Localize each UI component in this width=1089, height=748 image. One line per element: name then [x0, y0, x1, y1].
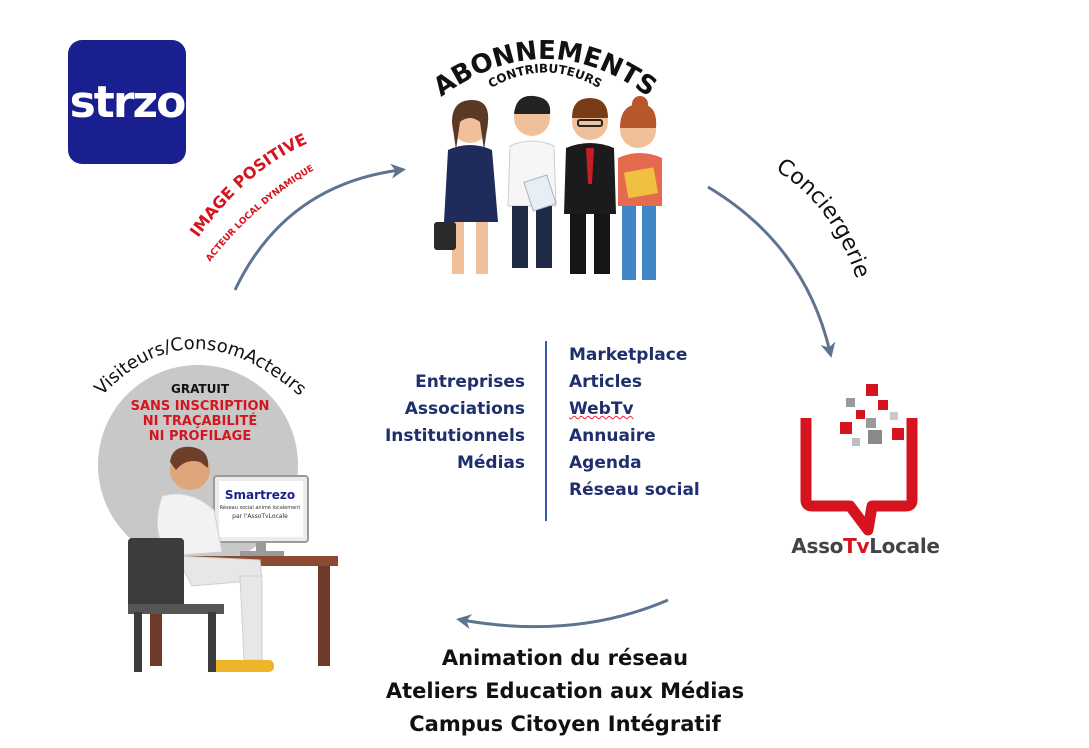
screen-tagline: Réseau social animé localement [220, 504, 301, 511]
service-item: WebTv [569, 399, 634, 419]
assotv-wordmark: AssoTvLocale [778, 534, 953, 558]
segment-item: Associations [404, 399, 525, 419]
condition-3: NI PROFILAGE [149, 429, 251, 444]
free-label: GRATUIT [171, 382, 230, 396]
assotv-prefix: Asso [791, 534, 844, 558]
activity-item: Ateliers Education aux Médias [385, 679, 745, 703]
service-item: Réseau social [569, 480, 700, 500]
arrow-assotv-to-visitors [456, 598, 669, 629]
services-list: Marketplace Articles WebTv Annuaire Agen… [569, 342, 700, 504]
condition-1: SANS INSCRIPTION [131, 399, 270, 414]
contributors-illustration [434, 95, 662, 280]
segment-item: Entreprises [415, 372, 525, 392]
desk-illustration: Smartrezo Réseau social animé localement… [128, 446, 338, 672]
assotv-logo-graphic [800, 384, 918, 536]
service-item: Annuaire [569, 426, 656, 446]
service-item: Agenda [569, 453, 642, 473]
contributor-man-suit [564, 98, 616, 274]
activity-item: Animation du réseau [441, 646, 689, 670]
condition-2: NI TRAÇABILITÉ [143, 413, 257, 429]
segments-list: Entreprises Associations Institutionnels… [385, 369, 525, 477]
arrow-subscriptions-to-assotv [707, 185, 836, 358]
contributor-man-shirt [507, 95, 557, 268]
vertical-divider [545, 341, 547, 521]
assotv-tv: Tv [843, 534, 870, 558]
screen-byline: par l'AssoTvLocale [232, 513, 288, 520]
conciergerie-label: Conciergerie [772, 154, 875, 281]
segment-item: Médias [456, 453, 525, 473]
strzo-logo: strzo [68, 40, 186, 164]
strzo-logo-text: strzo [69, 76, 187, 128]
activities-list: Animation du réseau Ateliers Education a… [350, 642, 780, 741]
service-item: Articles [569, 372, 643, 392]
contributor-woman-suit [434, 100, 498, 274]
arrow-visitors-to-subscriptions [233, 163, 406, 291]
activity-item: Campus Citoyen Intégratif [409, 712, 721, 736]
segment-item: Institutionnels [384, 426, 525, 446]
service-item: Marketplace [569, 345, 688, 365]
assotv-suffix: Locale [869, 534, 940, 558]
screen-brand: Smartrezo [225, 488, 295, 502]
contributor-woman-casual [618, 96, 662, 280]
